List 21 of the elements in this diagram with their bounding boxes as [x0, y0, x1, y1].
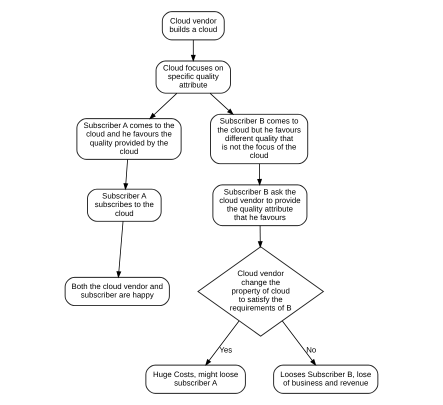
node-box: Cloud vendor builds a cloud — [162, 11, 225, 40]
arrow — [123, 159, 128, 190]
node-box: Subscriber A comes to the cloud and he favours the quality provided by the cloud — [76, 118, 182, 160]
node-box: Looses Subscriber B, lose of business and revenue — [273, 364, 378, 394]
arrow — [149, 93, 178, 120]
node-diamond: Cloud vendor change the property of cloud to satisfy the requirements of B — [197, 246, 324, 337]
arrow — [210, 93, 234, 116]
edge-label: No — [306, 346, 316, 355]
arrow — [257, 163, 262, 186]
arrow — [116, 220, 124, 278]
node-box: Cloud focuses on specific quality attribute — [156, 60, 231, 94]
node-box: Huge Costs, might loose subscriber A — [145, 364, 246, 394]
arrow — [258, 225, 263, 248]
arrow — [282, 320, 316, 366]
node-box: Subscriber B comes to the cloud but he favours different quality that is not the focus of the cloud — [210, 114, 308, 164]
arrow — [190, 39, 196, 62]
edge-label: Yes — [219, 346, 232, 355]
node-box: Subscriber A subscribes to the cloud — [87, 188, 162, 222]
node-box: Subscriber B ask the cloud vendor to provide the quality attribute that he favours — [212, 184, 308, 226]
arrow — [205, 320, 240, 366]
node-box: Both the cloud vendor and subscriber are happy — [64, 276, 170, 306]
